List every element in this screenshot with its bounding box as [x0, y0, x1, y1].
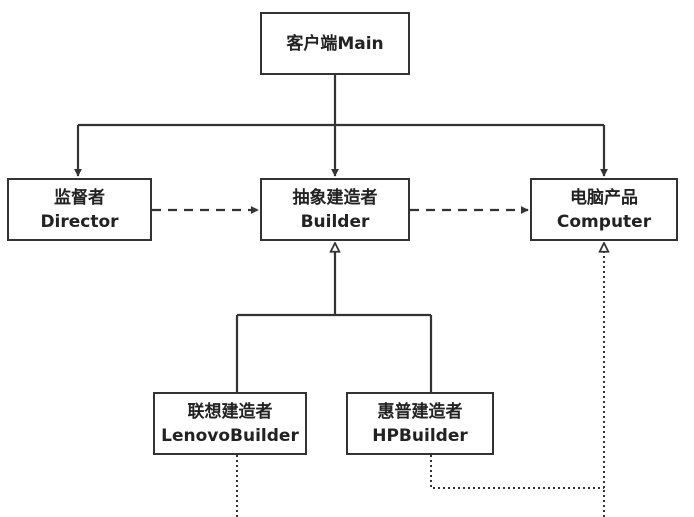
node-lenovo-builder-label-en: LenovoBuilder [161, 425, 299, 446]
node-client-main: 客户端Main [260, 12, 410, 75]
edge-hp-to-computer [430, 455, 604, 489]
node-director-label-cn: 监督者 [54, 187, 105, 208]
node-computer-label-en: Computer [556, 211, 652, 232]
node-lenovo-builder: 联想建造者 LenovoBuilder [153, 392, 307, 455]
node-hp-builder-label-en: HPBuilder [372, 425, 468, 446]
node-hp-builder-label-cn: 惠普建造者 [377, 401, 463, 422]
node-hp-builder: 惠普建造者 HPBuilder [346, 392, 494, 455]
node-builder: 抽象建造者 Builder [260, 178, 410, 241]
node-client-main-label: 客户端Main [286, 33, 384, 54]
node-builder-label-cn: 抽象建造者 [292, 187, 378, 208]
node-director: 监督者 Director [7, 178, 152, 241]
node-builder-label-en: Builder [300, 211, 370, 232]
node-lenovo-builder-label-cn: 联想建造者 [187, 401, 273, 422]
node-computer-label-cn: 电脑产品 [570, 187, 638, 208]
node-director-label-en: Director [40, 211, 119, 232]
node-computer: 电脑产品 Computer [530, 178, 678, 241]
